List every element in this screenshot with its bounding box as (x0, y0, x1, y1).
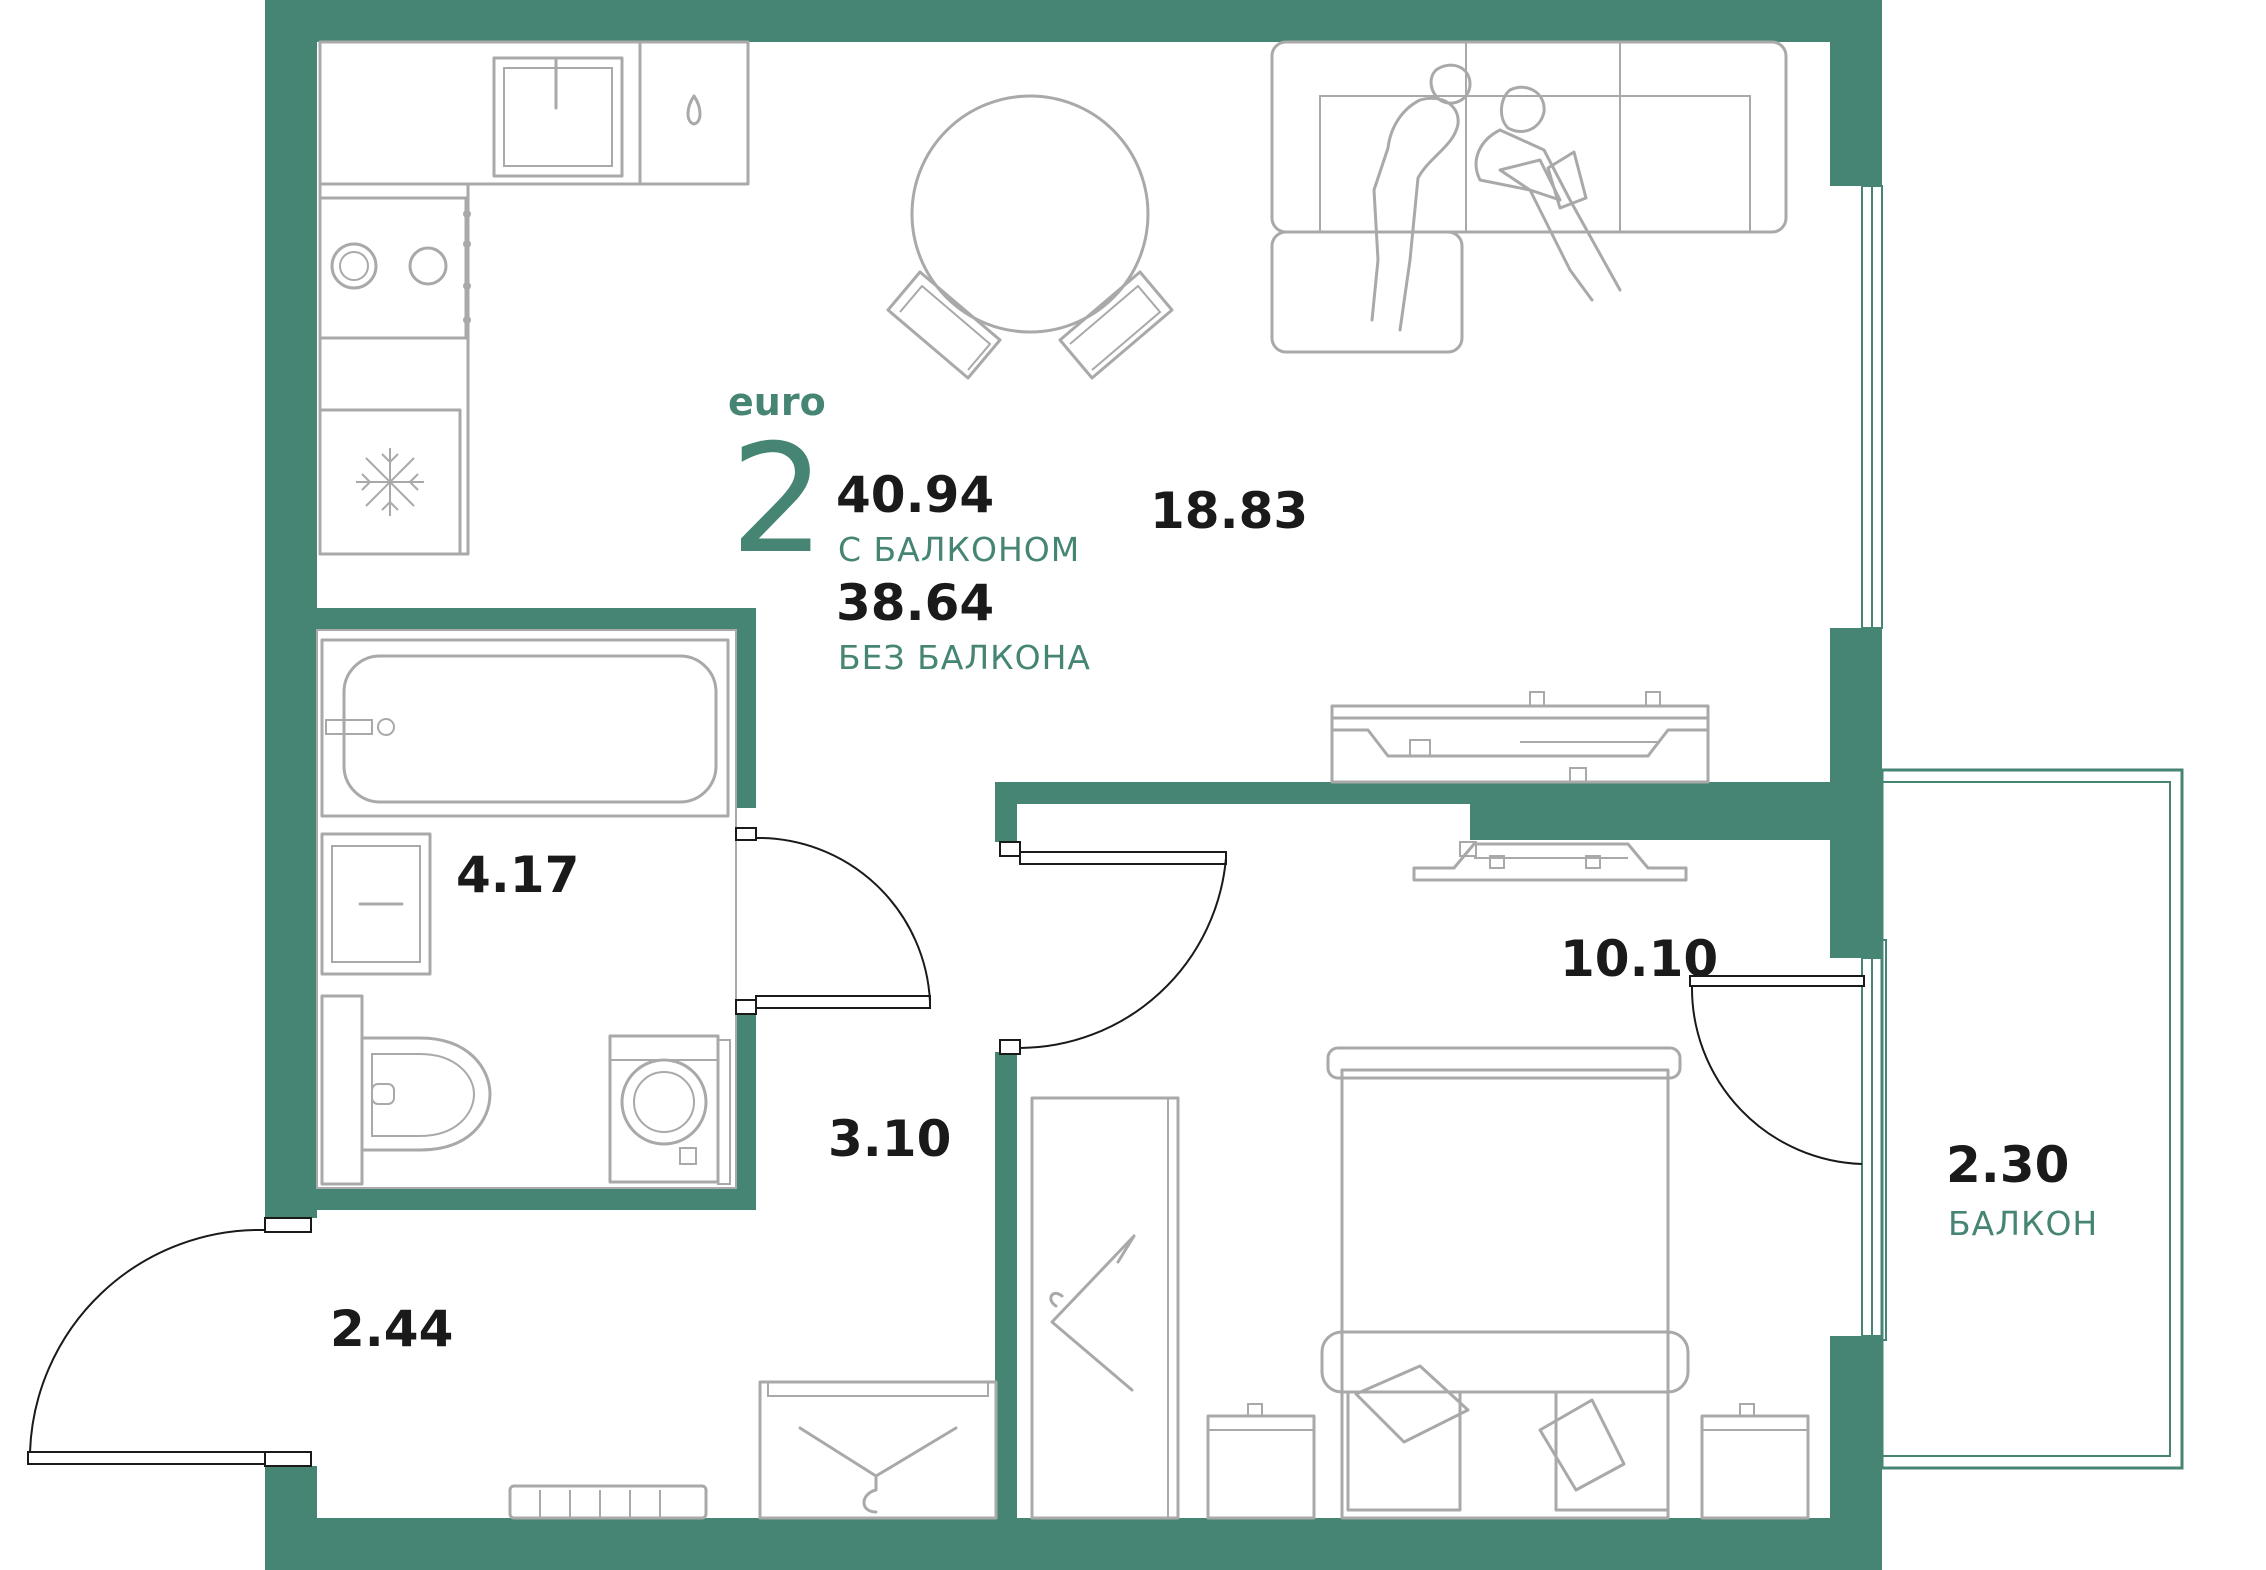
cushion-left (1354, 1364, 1470, 1444)
snowflake-icon (356, 448, 424, 516)
bed-headboard (1326, 1046, 1682, 1080)
balcony-inner (1881, 781, 2171, 1457)
tv-screen (1330, 716, 1710, 758)
bathtub (320, 638, 730, 818)
wall-right-bottom (1830, 1336, 1882, 1570)
walls (265, 0, 1883, 1570)
wardrobe (1030, 1096, 1180, 1520)
bed-blanket (1320, 1330, 1690, 1394)
kitchen-stove (318, 196, 468, 340)
tv-bedroom (1412, 841, 1688, 882)
toilet (360, 1036, 492, 1152)
total-area-without-balcony: 38.64 (836, 574, 995, 632)
washing-machine (608, 1034, 720, 1184)
bathtub-inner (342, 654, 718, 804)
washing-machine-drum (620, 1058, 708, 1146)
nightstand-right (1700, 1414, 1810, 1520)
wall-bedroom-top-thick (1470, 782, 1845, 840)
entrance-door-jamb-bottom (264, 1451, 312, 1467)
rooms-count: 2 (730, 413, 826, 587)
bathroom-sink (320, 832, 432, 976)
balcony-left-strip (1881, 939, 1887, 1341)
wall-bedroom-left (995, 1052, 1017, 1532)
wall-bedroom-left-stub (995, 782, 1017, 842)
dining-chair-left (886, 270, 1002, 380)
tv-screen-bedroom (1412, 842, 1688, 882)
kitchen (318, 40, 750, 556)
total-area-with-balcony: 40.94 (836, 466, 995, 524)
dining-table (910, 94, 1150, 334)
wall-bottom (265, 1518, 1847, 1570)
hanger-icon (1049, 1234, 1136, 1392)
dining-chair-right (1058, 270, 1174, 380)
toilet-tank (320, 994, 364, 1186)
wardrobe-body (1030, 1096, 1180, 1520)
bathroom (316, 629, 737, 1189)
room-area-corridor: 3.10 (828, 1110, 952, 1168)
sofa-back (1270, 40, 1788, 234)
wall-bath-bottom (265, 1188, 755, 1210)
entrance-door-jamb-top (264, 1217, 312, 1233)
room-area-bathroom: 4.17 (456, 846, 580, 904)
room-area-hall: 2.44 (330, 1300, 454, 1358)
kitchen-counter-left (318, 182, 470, 556)
bed (1206, 1046, 1810, 1520)
bath-door-jamb-top (735, 827, 757, 841)
doors (27, 827, 1865, 1467)
bath-door-leaf (755, 995, 931, 1009)
room-area-living-kitchen: 18.83 (1150, 482, 1309, 540)
bath-door-swing (755, 836, 931, 1003)
kitchen-sink (492, 56, 624, 178)
bed-pillow-left (1346, 1390, 1462, 1512)
balcony-door-leaf (1689, 975, 1865, 987)
dining (886, 94, 1174, 380)
shoe-rack (508, 1484, 708, 1520)
balcony-label: БАЛКОН (1948, 1204, 2099, 1243)
fridge (318, 408, 462, 556)
water-drop-icon (686, 94, 702, 126)
kitchen-counter-top (318, 40, 750, 186)
bedroom-door-jamb-bottom (999, 1039, 1021, 1055)
bed-pillow-right (1554, 1390, 1670, 1512)
balcony (1880, 768, 2184, 1470)
plan-type-prefix: euro (728, 380, 826, 424)
wall-bath-top (265, 608, 755, 630)
tv-cabinet (1330, 704, 1710, 784)
balcony-outline (1880, 768, 2184, 1470)
wall-bath-right-lower (736, 1014, 756, 1210)
bed-frame (1340, 1068, 1670, 1520)
hall-cabinet (758, 1380, 998, 1520)
without-balcony-label: БЕЗ БАЛКОНА (838, 638, 1091, 677)
room-area-bedroom: 10.10 (1560, 930, 1719, 988)
with-balcony-label: С БАЛКОНОМ (838, 530, 1081, 569)
bedroom-door-leaf (1019, 851, 1227, 865)
stove-burner-1 (330, 242, 378, 290)
bedroom-door-swing (1019, 857, 1227, 1049)
wall-right-top (1830, 0, 1882, 186)
bedroom-door-jamb-top (999, 841, 1021, 857)
balcony-door-swing (1690, 985, 1863, 1165)
tv-stand-living (1330, 691, 1710, 784)
room-area-balcony: 2.30 (1946, 1136, 2070, 1194)
entrance-door-leaf (27, 1451, 266, 1465)
wall-top (265, 0, 1847, 42)
wall-bath-right-upper (736, 608, 756, 808)
stove-burner-2 (408, 246, 448, 286)
entrance-door-swing (29, 1228, 266, 1453)
people-on-sofa-icon (1370, 63, 1622, 332)
hall-hanger-icon (798, 1426, 958, 1514)
nightstand-left (1206, 1414, 1316, 1520)
cushion-right (1538, 1398, 1626, 1492)
hall-furniture (508, 1380, 998, 1520)
sofa (1270, 40, 1788, 354)
sofa-chaise (1270, 230, 1464, 354)
bath-door-jamb-bottom (735, 999, 757, 1015)
